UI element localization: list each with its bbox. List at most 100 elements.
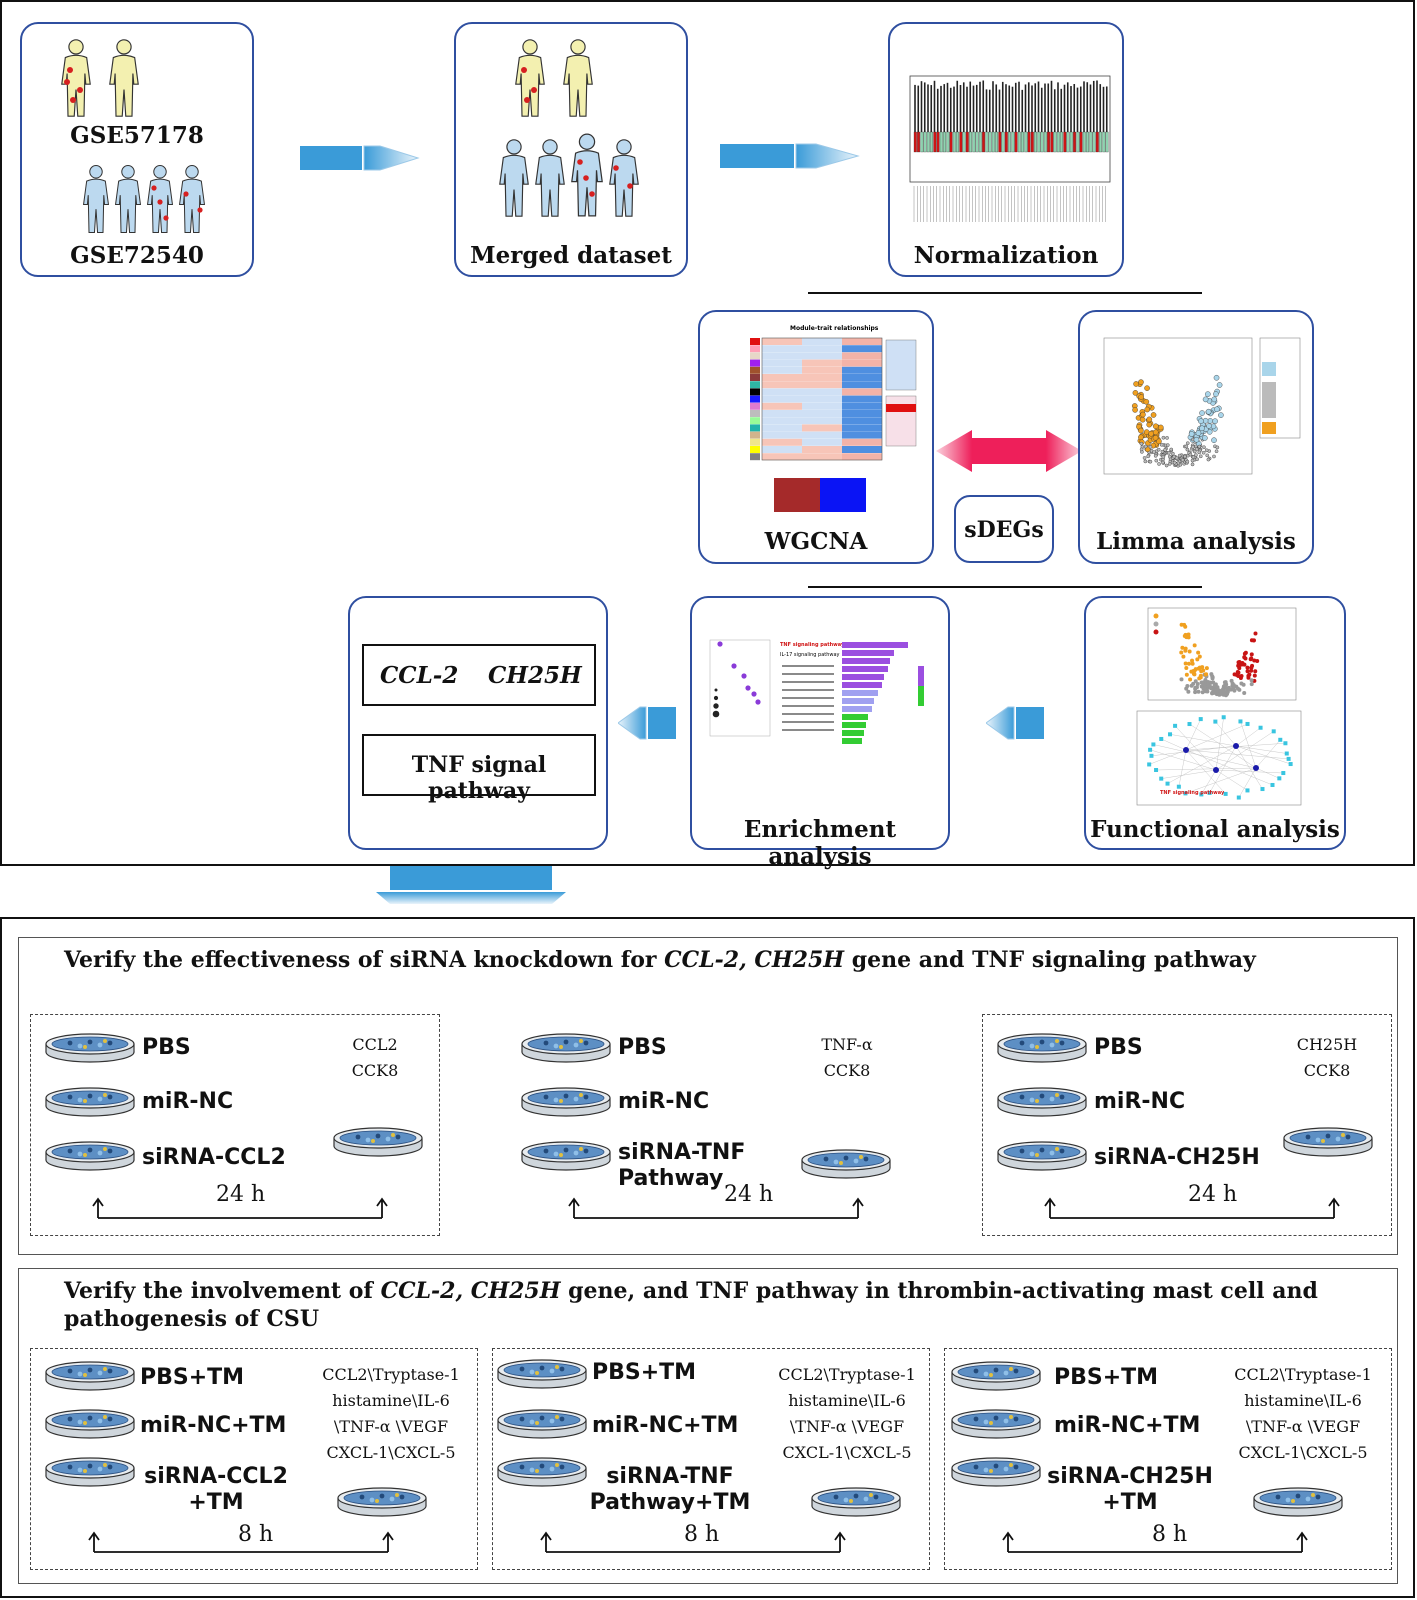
volcano-point xyxy=(1152,434,1159,441)
network-edge xyxy=(1215,721,1237,747)
culture-dish-icon xyxy=(44,1032,136,1064)
volcano-point xyxy=(1199,410,1205,416)
volcano-point xyxy=(1193,690,1198,695)
pathway-result-text: TNF signal pathway xyxy=(411,752,547,804)
volcano-point xyxy=(1207,418,1214,424)
group-label: siRNA-CCL2 xyxy=(142,1145,286,1170)
volcano-point xyxy=(1154,458,1159,463)
volcano-point xyxy=(1200,690,1205,695)
network-edge xyxy=(1178,749,1187,787)
heatmap-cell xyxy=(802,395,842,403)
network-node xyxy=(1286,756,1291,761)
network-node xyxy=(1165,781,1170,786)
volcano-point xyxy=(1183,454,1187,459)
module-swatch xyxy=(750,446,760,453)
volcano-point xyxy=(1191,671,1196,676)
volcano-point xyxy=(1161,435,1166,440)
volcano-point xyxy=(1188,452,1193,457)
culture-dish-icon xyxy=(950,1456,1042,1488)
module-swatch xyxy=(750,453,760,461)
enrichment-dot xyxy=(717,641,723,647)
volcano-point xyxy=(1185,441,1190,446)
volcano-point xyxy=(1184,444,1189,449)
incubation-time: 8 h xyxy=(238,1522,274,1547)
volcano-point xyxy=(1156,447,1161,452)
incubation-time: 24 h xyxy=(1188,1182,1238,1207)
result-card: CCL-2 CH25H TNF signal pathway xyxy=(348,596,608,850)
box xyxy=(1089,131,1093,153)
volcano-point xyxy=(1218,412,1224,418)
heatmap-cell xyxy=(842,431,882,439)
volcano-point xyxy=(1146,416,1153,423)
volcano-point xyxy=(1179,622,1184,627)
network-edge xyxy=(1185,767,1257,794)
heatmap-cell xyxy=(762,338,802,345)
left-arrow-icon xyxy=(618,706,676,740)
ctrl-people-icon xyxy=(61,39,139,117)
group-label: PBS xyxy=(618,1035,667,1060)
heatmap-cell xyxy=(842,388,882,396)
experiment2-title: Verify the involvement of CCL-2, CH25H g… xyxy=(64,1278,1318,1332)
network-edge xyxy=(1161,769,1217,779)
volcano-point xyxy=(1143,444,1148,449)
volcano-point xyxy=(1199,425,1205,432)
volcano-point xyxy=(1153,454,1158,458)
volcano-point xyxy=(1195,657,1200,662)
network-edge xyxy=(1238,767,1257,798)
network-node xyxy=(1198,717,1203,722)
volcano-point xyxy=(1199,684,1204,689)
divider-line xyxy=(808,586,1202,588)
enrichment-bar xyxy=(842,730,864,736)
volcano-point xyxy=(1249,652,1254,657)
analysis-pipeline-panel xyxy=(0,0,1415,866)
network-edge xyxy=(1174,725,1217,771)
box xyxy=(1102,131,1106,153)
volcano-point xyxy=(1193,679,1198,684)
heatmap-cell xyxy=(762,359,802,367)
box xyxy=(917,131,920,153)
network-edge xyxy=(1235,745,1291,765)
box xyxy=(1004,131,1008,153)
box xyxy=(1063,131,1067,153)
heatmap-cell xyxy=(802,338,842,345)
volcano-point xyxy=(1202,682,1207,687)
network-frame xyxy=(1136,710,1302,806)
heatmap-cell xyxy=(762,381,802,389)
network-node xyxy=(1199,792,1204,797)
timeline-bracket xyxy=(1002,1531,1308,1553)
volcano-point xyxy=(1156,438,1162,445)
volcano-point xyxy=(1183,648,1188,653)
incubation-time: 24 h xyxy=(724,1182,774,1207)
volcano-point xyxy=(1250,663,1255,668)
volcano-point xyxy=(1237,659,1242,664)
volcano-point xyxy=(1165,436,1169,440)
exp2-group-ch25h xyxy=(944,1348,1392,1570)
volcano-point xyxy=(1148,445,1153,449)
heatmap-cell xyxy=(802,359,842,367)
box xyxy=(1024,131,1028,153)
group-label: siRNA-TNF Pathway+TM xyxy=(589,1464,751,1515)
volcano-point xyxy=(1205,453,1210,458)
heatmap-cell xyxy=(842,453,882,461)
group-label: siRNA-CH25H +TM xyxy=(1047,1464,1213,1515)
volcano-point xyxy=(1215,445,1220,450)
volcano-point xyxy=(1187,649,1192,654)
incubation-time: 8 h xyxy=(684,1522,720,1547)
heatmap-cell xyxy=(842,366,882,374)
heatmap-cell xyxy=(842,402,882,410)
heatmap-cell xyxy=(842,338,882,345)
volcano-point xyxy=(1159,442,1164,447)
exp2-group-ccl2 xyxy=(30,1348,478,1570)
heatmap-frame xyxy=(761,337,883,461)
volcano-point xyxy=(1150,412,1157,418)
network-hub xyxy=(1183,747,1189,753)
volcano-point xyxy=(1163,448,1167,452)
enrichment-bar xyxy=(842,658,890,664)
volcano-point xyxy=(1197,654,1202,659)
exp1-group-ch25h xyxy=(982,1014,1392,1236)
volcano-point xyxy=(1206,457,1211,462)
heatmap-cell xyxy=(802,431,842,439)
